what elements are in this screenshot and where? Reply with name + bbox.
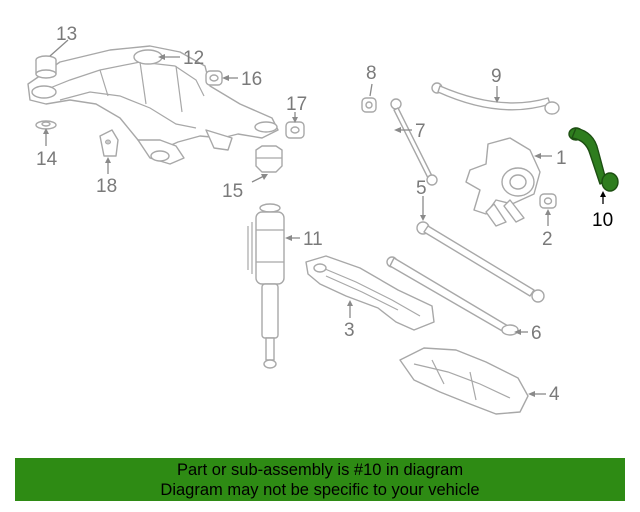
callout-8: 8 bbox=[366, 63, 377, 84]
callout-17: 17 bbox=[286, 94, 307, 115]
callout-4: 4 bbox=[549, 384, 560, 405]
callout-7: 7 bbox=[415, 121, 426, 142]
part-8-bushing bbox=[361, 97, 377, 113]
banner-line-2: Diagram may not be specific to your vehi… bbox=[160, 481, 480, 499]
part-6-link bbox=[386, 256, 519, 336]
part-7-link bbox=[390, 98, 438, 186]
parts-diagram: 1 2 3 4 5 6 7 8 9 10 11 12 13 14 15 16 1… bbox=[27, 24, 619, 415]
callout-3: 3 bbox=[344, 320, 355, 341]
callout-10: 10 bbox=[592, 210, 613, 231]
banner-line-1: Part or sub-assembly is #10 in diagram bbox=[176, 461, 464, 479]
part-12-subframe bbox=[27, 45, 279, 165]
part-10-highlighted-arm bbox=[568, 127, 619, 192]
callout-5: 5 bbox=[416, 178, 427, 199]
callout-1: 1 bbox=[556, 148, 567, 169]
info-banner: Part or sub-assembly is #10 in diagram D… bbox=[15, 458, 625, 501]
callout-6: 6 bbox=[531, 323, 542, 344]
part-1-knuckle bbox=[465, 137, 541, 227]
part-3-control-arm bbox=[305, 255, 435, 331]
part-17-bushing bbox=[285, 121, 305, 139]
callout-2: 2 bbox=[542, 229, 553, 250]
leader-lines bbox=[43, 39, 606, 397]
callout-18: 18 bbox=[96, 176, 117, 197]
part-2-bushing bbox=[539, 193, 557, 209]
callout-14: 14 bbox=[36, 149, 58, 170]
callout-9: 9 bbox=[491, 66, 502, 87]
callout-labels: 1 2 3 4 5 6 7 8 9 10 11 12 13 14 15 16 1… bbox=[36, 24, 613, 405]
callout-11: 11 bbox=[303, 229, 323, 250]
callout-15: 15 bbox=[222, 181, 243, 202]
callout-16: 16 bbox=[241, 69, 262, 90]
callout-13: 13 bbox=[56, 24, 77, 45]
part-14-washer bbox=[35, 120, 57, 130]
part-18-bracket bbox=[99, 129, 119, 157]
part-9-upper-arm bbox=[431, 82, 560, 115]
part-13-mount bbox=[35, 55, 57, 79]
part-11-strut bbox=[247, 203, 285, 369]
part-15-mount bbox=[255, 145, 283, 173]
part-4-shield bbox=[399, 347, 529, 415]
callout-12: 12 bbox=[183, 48, 204, 69]
part-16-bushing bbox=[205, 70, 223, 86]
part-5-link bbox=[416, 221, 545, 303]
